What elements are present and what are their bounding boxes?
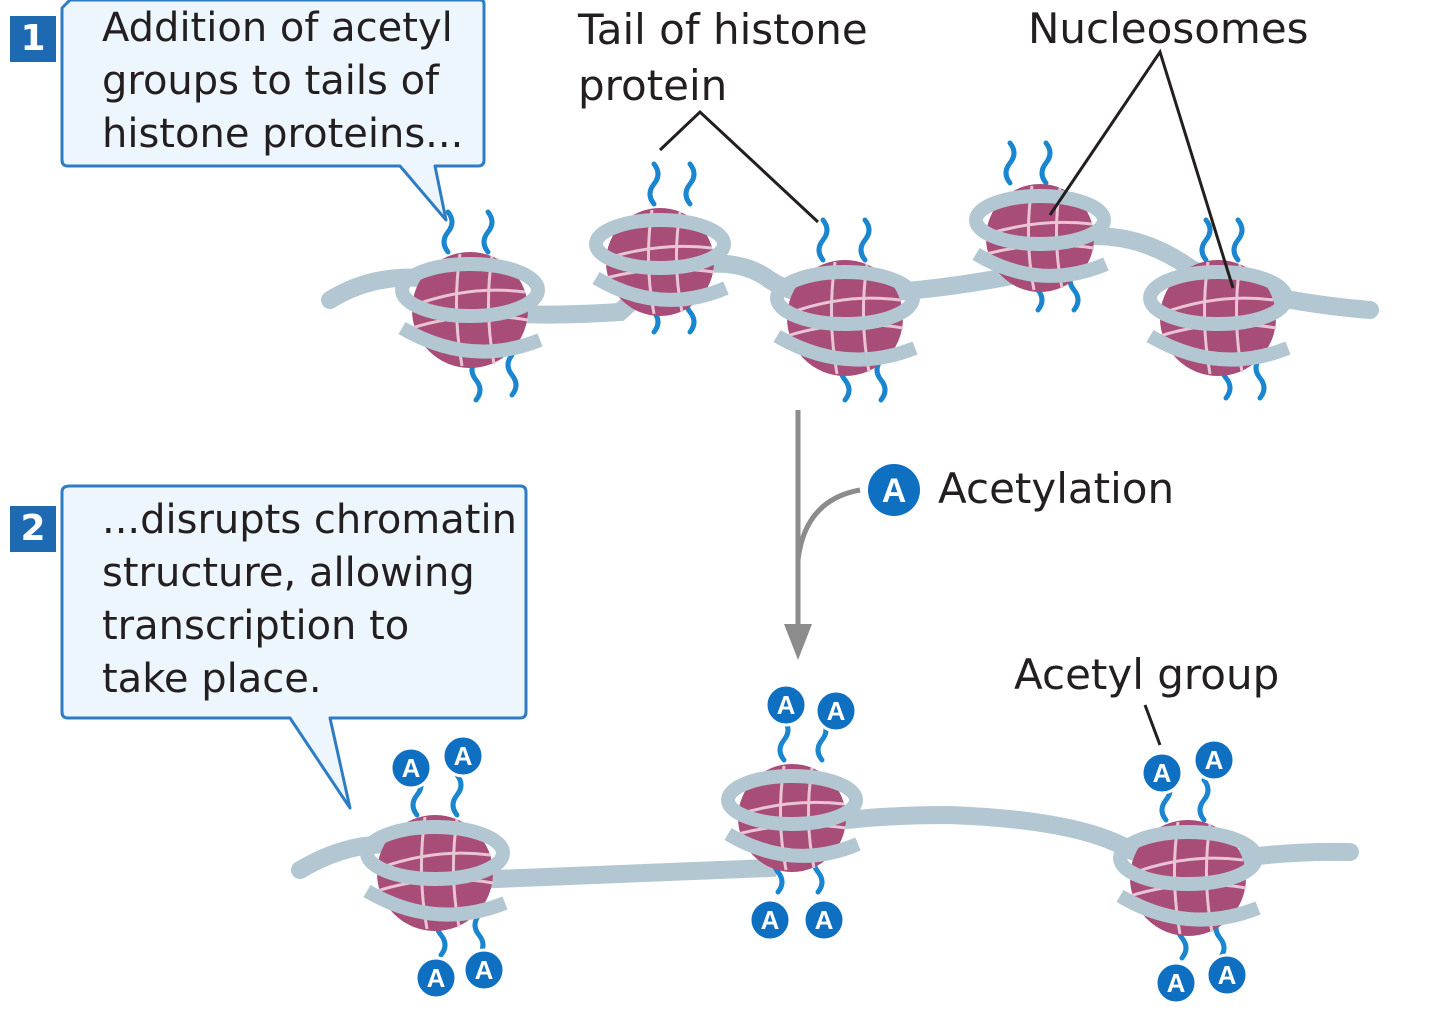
svg-text:A: A: [1205, 745, 1224, 775]
svg-text:A: A: [454, 741, 473, 771]
acetyl-badge-icon: A: [441, 734, 485, 778]
acetyl-badge-icon: A: [814, 689, 858, 733]
svg-text:A: A: [827, 696, 846, 726]
svg-text:A: A: [777, 690, 796, 720]
nucleosome: [395, 209, 545, 403]
nucleosomes-leader-line: [1048, 48, 1235, 289]
svg-text:A: A: [1153, 758, 1172, 788]
step1-callout: [60, 0, 486, 222]
svg-text:A: A: [815, 905, 834, 935]
step1-text: Addition of acetyl groups to tails of hi…: [102, 5, 464, 157]
nucleosome: [1143, 217, 1293, 401]
acetyl-group-label: Acetyl group: [1014, 650, 1280, 699]
nucleosome: [969, 140, 1111, 313]
acetylation-label: Acetylation: [938, 464, 1175, 513]
step1-number: 1: [20, 18, 46, 59]
acetyl-badge-icon: A: [1140, 751, 1184, 795]
nucleosome: [360, 772, 510, 958]
svg-text:A: A: [402, 753, 421, 783]
acetylation-arrow: [784, 410, 861, 660]
nucleosome: [589, 161, 731, 335]
tail-leader-line: [658, 109, 820, 224]
svg-text:A: A: [427, 963, 446, 993]
svg-text:A: A: [761, 905, 780, 935]
nucleosomes-label: Nucleosomes: [1028, 4, 1309, 53]
step2-callout: [60, 484, 528, 810]
step1-badge: [10, 16, 56, 62]
svg-text:A: A: [1167, 968, 1186, 998]
acetyl-badge-icon: A: [414, 956, 458, 1000]
acetyl-badge-icon: A: [462, 948, 506, 992]
tail-of-histone-label: Tail of histone protein: [578, 5, 868, 110]
acetyl-badge-icon: A: [802, 898, 846, 942]
acetyl-badge-icon: A: [389, 746, 433, 790]
nucleosome: [721, 717, 863, 895]
svg-text:A: A: [882, 472, 907, 510]
step2-number: 2: [20, 508, 46, 549]
bottom-chromatin: [291, 717, 1359, 961]
acetyl-badge-icon: A: [1154, 961, 1198, 1005]
acetyl-badge-icon: A: [1192, 738, 1236, 782]
step2-text: ...disrupts chromatin structure, allowin…: [102, 497, 517, 702]
svg-text:A: A: [1218, 960, 1237, 990]
top-chromatin: [321, 140, 1379, 403]
svg-text:A: A: [475, 955, 494, 985]
acetylation-badge-icon: A: [868, 464, 920, 516]
acetyl-group-badges: A A A A A A A A A A A A: [389, 683, 1249, 1005]
nucleosome: [1113, 777, 1263, 961]
acetyl-badge-icon: A: [748, 898, 792, 942]
nucleosome: [770, 217, 920, 403]
acetyl-badge-icon: A: [764, 683, 808, 727]
acetyl-group-leader-line: [1143, 704, 1162, 746]
acetyl-badge-icon: A: [1205, 953, 1249, 997]
step2-badge: [10, 506, 56, 552]
